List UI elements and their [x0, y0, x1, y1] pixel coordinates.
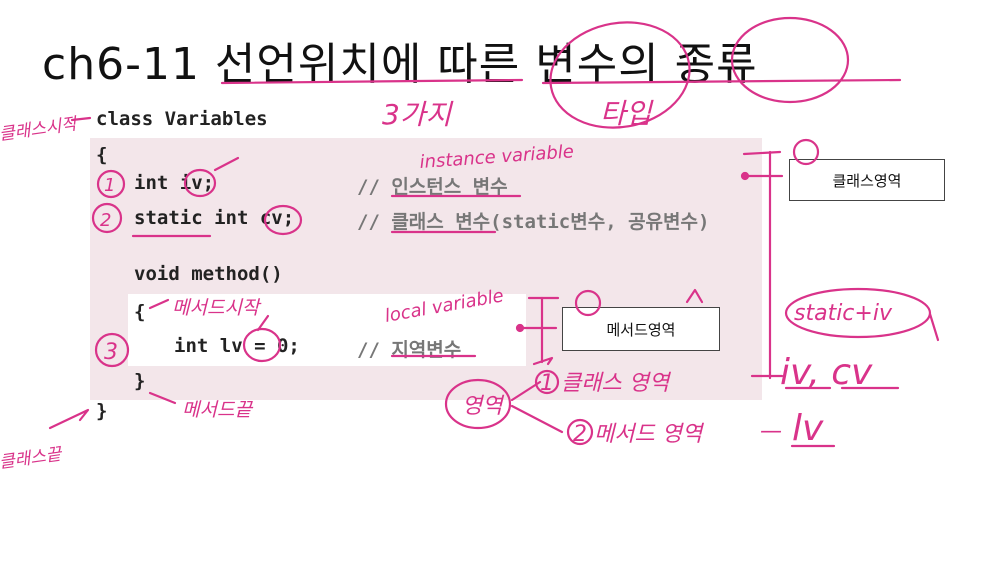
annotation-method-start: 메서드시작 [172, 297, 262, 319]
annotation-count: 3가지 [382, 98, 454, 131]
annotation-num-1: 1 [104, 175, 115, 196]
arrow-class-end [48, 408, 90, 430]
circle-num-3 [94, 332, 130, 368]
class-open-brace: { [96, 144, 108, 166]
circle-variable-of [549, 21, 691, 129]
circle-num-area1 [534, 369, 560, 395]
method-close-brace: } [134, 370, 146, 392]
annotation-iv-cv: iv, cv [780, 352, 873, 393]
arrow-class-start [70, 116, 92, 122]
annotation-method-end: 메서드끝 [182, 399, 253, 421]
class-declaration: class Variables [96, 108, 268, 130]
circle-lv [242, 327, 282, 363]
instance-variable-comment: // 인스턴스 변수 [357, 176, 508, 198]
annotation-area-item1: 1 클래스 영역 [540, 371, 672, 396]
method-area-background [128, 294, 526, 366]
circle-cv [263, 204, 303, 236]
class-bracket-top [742, 150, 782, 156]
annotation-class-start: 클래스시작 [0, 114, 80, 145]
area-brace [510, 380, 564, 434]
class-area-label: 클래스영역 [789, 159, 945, 201]
class-pointer-dot [740, 171, 750, 181]
circle-num-area2 [566, 418, 594, 446]
method-declaration: void method() [134, 263, 283, 285]
annotation-local-var: local variable [383, 285, 505, 327]
annotation-instance-var: instance variable [419, 141, 575, 173]
class-close-brace: } [96, 400, 108, 422]
static-iv-arrow [928, 312, 940, 342]
method-bracket-arrow [532, 356, 554, 366]
circle-kinds [730, 16, 850, 104]
instance-variable-line: int iv; [134, 172, 215, 194]
title-underline-2 [541, 78, 902, 85]
arrow-method-end [148, 391, 177, 405]
annotation-lv: lv [792, 408, 824, 449]
arrow-lv [256, 314, 270, 332]
check-mark [685, 288, 704, 304]
annotation-static-iv: static+iv [794, 301, 893, 326]
circle-num-class [792, 138, 820, 166]
annotation-num-3: 3 [104, 340, 118, 365]
title-underline-1 [220, 78, 524, 85]
arrow-method-start [148, 298, 170, 310]
annotation-class-end: 클래스끝 [0, 444, 64, 473]
annotation-dash: — [760, 419, 782, 444]
circle-num-2 [91, 202, 123, 234]
arrow-iv [213, 156, 240, 172]
circle-num-method [574, 289, 602, 317]
circle-num-1 [96, 169, 126, 199]
annotation-area: 영역 [462, 394, 505, 419]
class-variable-comment: // 클래스 변수(static변수, 공유변수) [357, 211, 710, 233]
method-pointer-dot [515, 323, 525, 333]
local-variable-line: int lv = 0; [174, 335, 300, 357]
annotation-num-2: 2 [100, 210, 111, 231]
circle-area [444, 378, 512, 430]
annotation-area-item2: 2 메서드 영역 [573, 422, 705, 447]
method-open-brace: { [134, 301, 146, 323]
circle-iv [183, 168, 217, 198]
annotation-types: 타입 [600, 97, 654, 130]
